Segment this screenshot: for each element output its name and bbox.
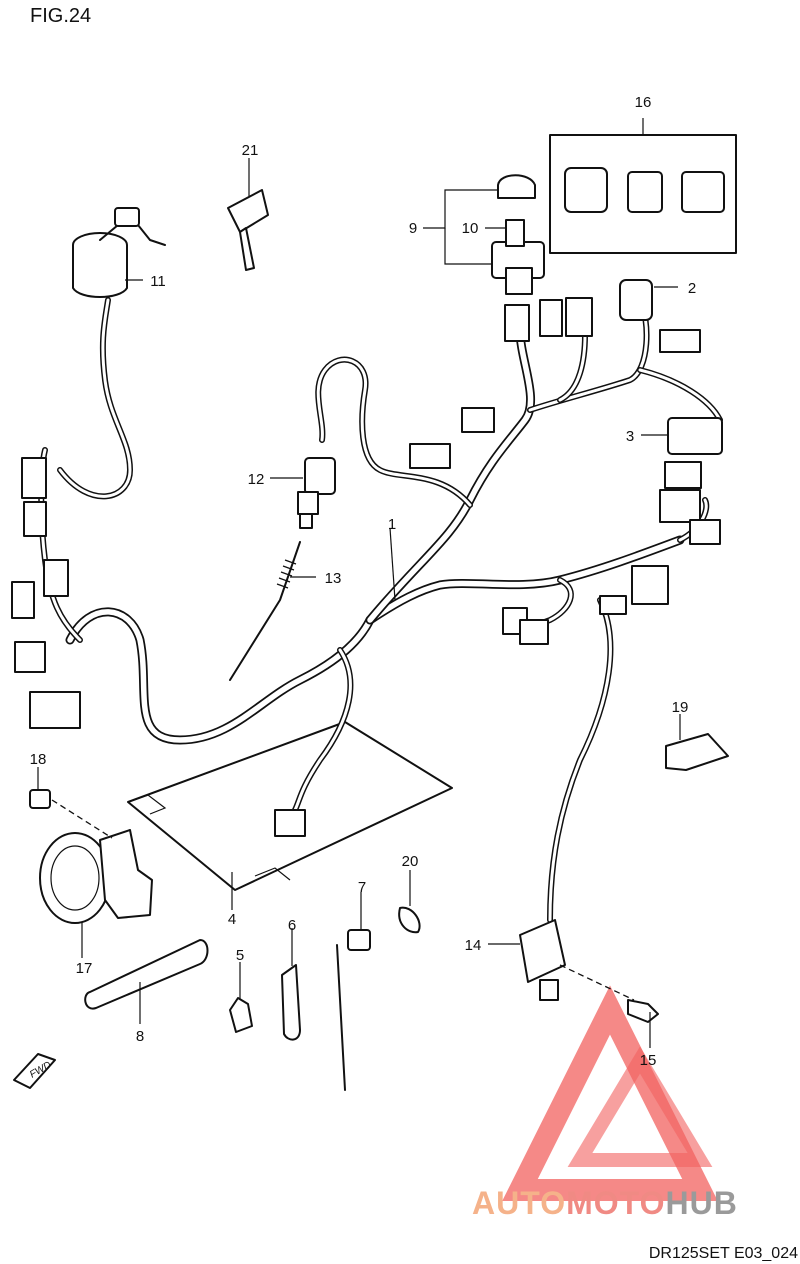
- callout-6: 6: [288, 917, 296, 934]
- callout-12: 12: [248, 471, 265, 488]
- callout-16: 16: [635, 94, 652, 111]
- part-18-bolt: [29, 789, 51, 809]
- part-20-clamp: [398, 906, 421, 934]
- part-6-bracket: [281, 964, 301, 1041]
- forward-direction-arrow: FWD: [13, 1053, 56, 1089]
- harness-connectors: [11, 279, 723, 837]
- drawing-code: DR125SET E03_024: [649, 1245, 798, 1262]
- part-11-ignition-switch: [72, 207, 166, 298]
- callout-3: 3: [626, 428, 634, 445]
- part-8-strap: [84, 939, 209, 1010]
- part-9-relay: [491, 174, 545, 295]
- callout-9: 9: [409, 220, 417, 237]
- callout-11: 11: [150, 273, 166, 290]
- callout-14: 14: [465, 937, 482, 954]
- part-7-tie: [336, 929, 371, 1091]
- callout-7: 7: [358, 879, 366, 896]
- part-12-switch: [297, 457, 336, 529]
- part-4-sheet: [127, 721, 453, 891]
- part-19-pad: [665, 733, 729, 771]
- callout-19: 19: [672, 699, 689, 716]
- callout-17: 17: [76, 960, 93, 977]
- callout-13: 13: [325, 570, 342, 587]
- watermark-logo: AUTOMOTOHUB: [472, 985, 738, 1221]
- callout-5: 5: [236, 947, 244, 964]
- leader-lines: [37, 158, 681, 1048]
- part-13-spring: [229, 541, 301, 681]
- part-17-horn: [39, 799, 153, 924]
- callout-4: 4: [228, 911, 236, 928]
- part-21-key: [227, 189, 269, 271]
- callout-2: 2: [688, 280, 696, 297]
- callout-1: 1: [388, 516, 396, 533]
- part-16-connector-set: [549, 118, 737, 254]
- figure-title: FIG.24: [30, 5, 91, 27]
- callout-8: 8: [136, 1028, 144, 1045]
- callout-20: 20: [402, 853, 419, 870]
- watermark-text: AUTOMOTOHUB: [472, 1185, 738, 1221]
- part-5-clip: [229, 997, 253, 1033]
- part-15-screw: [627, 999, 659, 1023]
- callout-18: 18: [30, 751, 47, 768]
- callout-15: 15: [640, 1052, 657, 1069]
- part-14-sensor: [519, 919, 635, 1001]
- callout-labels: 1 2 3 4 5 6 7 8 9 10 11 12 13 14 15 16 1…: [30, 94, 697, 1069]
- callout-10: 10: [462, 220, 479, 237]
- callout-21: 21: [242, 142, 259, 159]
